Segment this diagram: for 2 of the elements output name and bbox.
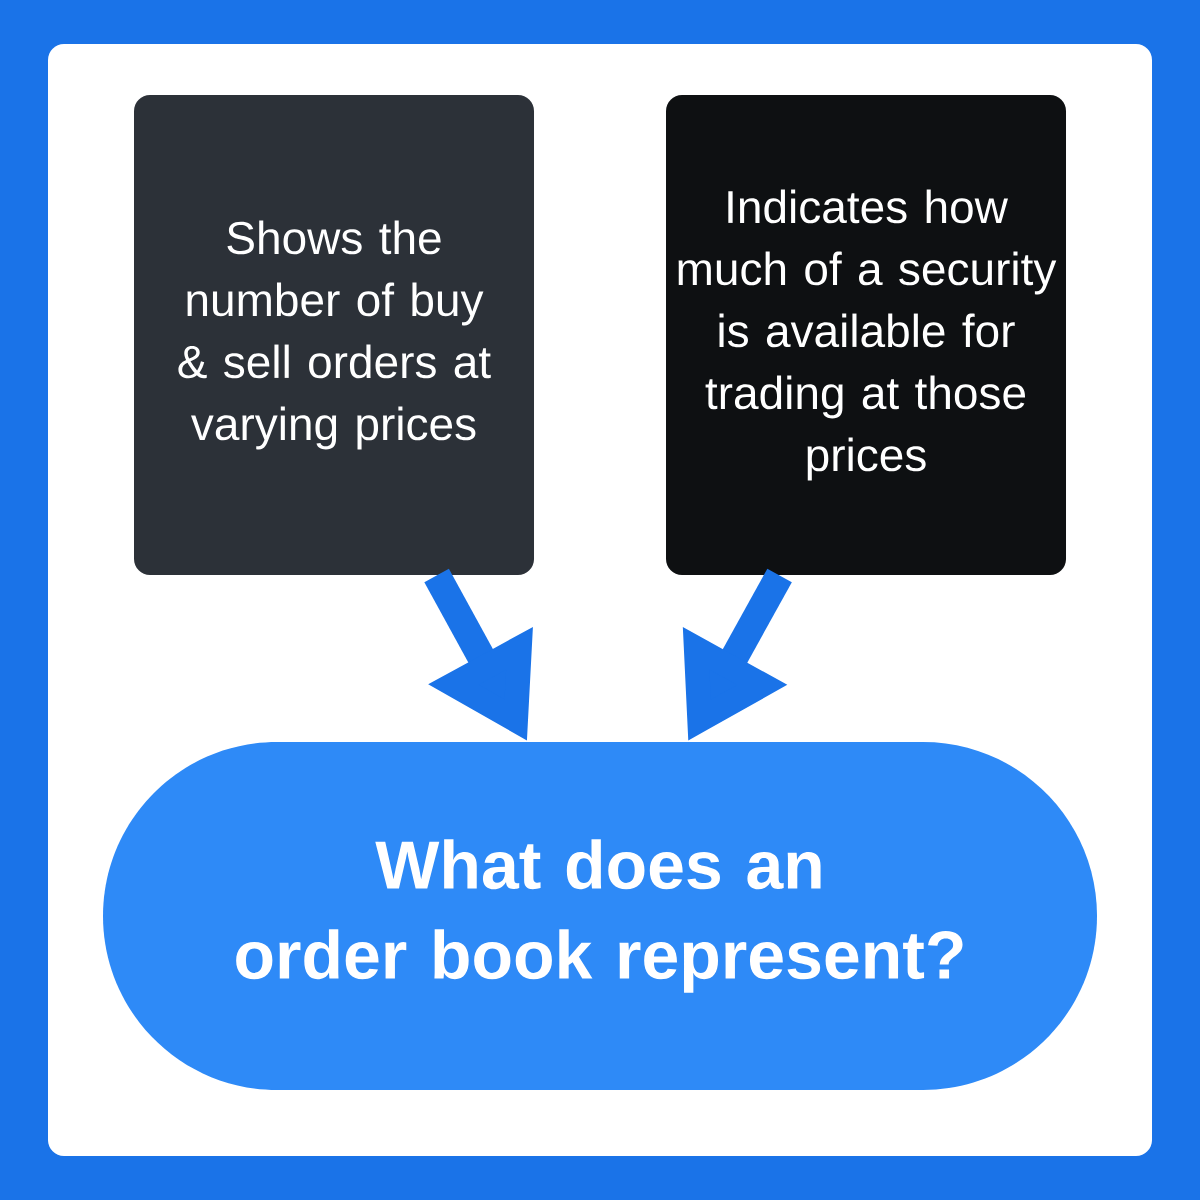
text-box: Shows the number of buy & sell orders at varying prices [134, 95, 534, 575]
text-box: Indicates how much of a security is available for trading at those prices [666, 95, 1066, 575]
